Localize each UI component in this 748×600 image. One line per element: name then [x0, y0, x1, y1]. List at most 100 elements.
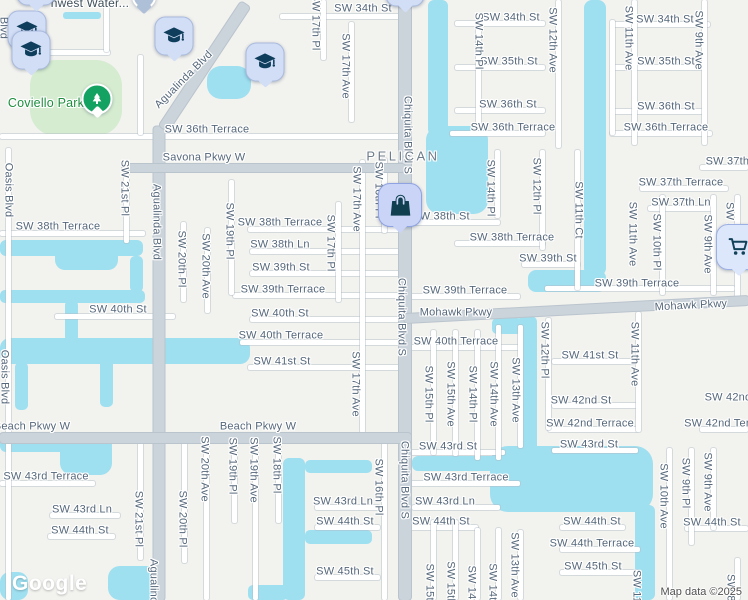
road-minor — [522, 261, 580, 267]
road-minor — [40, 49, 110, 55]
road-minor — [700, 426, 748, 432]
street-label: SW 19th Ave — [247, 437, 260, 503]
street-label: SW 44th Terrace — [549, 537, 635, 550]
road-minor — [455, 107, 545, 113]
road-minor — [612, 108, 705, 114]
road-minor — [233, 292, 402, 298]
google-logo[interactable]: Google — [12, 572, 88, 595]
street-label: Savona Pkwy W — [162, 151, 246, 164]
road-minor — [408, 344, 520, 350]
pin-tail — [166, 46, 182, 62]
road-minor — [452, 520, 458, 600]
road-minor — [701, 0, 707, 145]
canal-water — [63, 12, 101, 19]
street-label: SW 20th Ave — [199, 233, 212, 299]
street-label: SW 14th Pl — [472, 12, 485, 70]
street-label: SW 14th Pl — [466, 365, 479, 423]
road-minor — [0, 480, 95, 486]
street-label: Oasis Blvd — [0, 349, 11, 405]
road-minor — [320, 0, 326, 60]
store-marker[interactable] — [385, 0, 425, 13]
canal-water — [635, 505, 655, 600]
road-minor — [103, 0, 109, 52]
street-label: SW 41st St — [561, 349, 619, 362]
street-label: SW 15th Ave — [444, 361, 457, 427]
poi-marker[interactable] — [132, 0, 156, 15]
road-minor — [0, 133, 402, 139]
street-label: SW 14th Ave — [487, 361, 500, 427]
road-minor — [123, 168, 129, 243]
street-label: Beach Pkwy W — [0, 420, 71, 433]
street-label: SW 44th St — [412, 515, 470, 528]
street-label: SW 43rd Ln — [414, 495, 476, 508]
street-label: SW 19th Pl — [223, 202, 236, 260]
road-minor — [231, 438, 237, 523]
road-minor — [430, 520, 436, 600]
street-label: Oasis Blvd — [2, 162, 15, 218]
road-minor — [455, 240, 545, 246]
road-minor — [315, 524, 380, 530]
school-marker[interactable] — [245, 42, 285, 88]
street-label: SW 18th Pl — [270, 436, 283, 494]
shopping-bag-marker[interactable] — [378, 183, 422, 234]
graduation-cap-icon — [254, 53, 276, 69]
map-attribution: Map data ©2025 — [660, 586, 743, 598]
street-label: SW 12th Pl — [530, 157, 543, 215]
school-marker[interactable] — [11, 30, 51, 76]
street-label: SW 17th Ave — [339, 33, 352, 99]
street-label: SW 21st Pl — [132, 490, 145, 548]
canal-water — [305, 460, 372, 473]
street-label: SW 41st St — [253, 355, 311, 368]
street-label: Agualinda Blvd — [147, 558, 160, 600]
street-label: SW 37th Ln — [651, 196, 711, 209]
road-minor — [412, 219, 500, 225]
street-label: Beach Pkwy W — [219, 420, 297, 433]
street-label: SW 11th Ave — [626, 201, 639, 267]
park-marker[interactable] — [81, 83, 113, 119]
street-label: SW 17th Pl — [324, 214, 337, 272]
street-label: Chiquita Blvd S — [395, 277, 408, 357]
road-minor — [248, 364, 402, 370]
street-label: SW 15th Pl — [422, 365, 435, 423]
road-minor — [240, 339, 402, 345]
shopping-cart-icon — [728, 237, 747, 255]
street-label: Agualinda Blvd — [150, 183, 163, 261]
street-label: SW 43rd St — [418, 440, 478, 453]
road-minor — [474, 330, 480, 460]
poi-label[interactable]: nwest Water... — [50, 0, 130, 10]
street-label: SW 36th St — [637, 100, 695, 113]
canal-water — [60, 437, 112, 475]
street-label: SW 45th St — [316, 565, 374, 578]
road-minor — [5, 148, 11, 600]
road-minor — [381, 443, 387, 600]
road-minor — [495, 325, 501, 460]
pin-tail — [257, 72, 273, 88]
road-minor — [315, 574, 380, 580]
road-major — [121, 164, 405, 172]
road-minor — [250, 316, 402, 322]
street-label: SW 42nd Terrace — [684, 417, 748, 430]
road-minor — [552, 402, 638, 408]
road-minor — [560, 524, 625, 530]
shopping-cart-marker[interactable] — [716, 224, 748, 277]
street-label: SW 43rd St — [559, 438, 619, 451]
road-minor — [648, 205, 715, 211]
street-label: SW 16th Pl — [372, 458, 385, 516]
road-minor — [552, 447, 638, 453]
road-minor — [685, 525, 748, 531]
school-marker[interactable] — [154, 16, 194, 62]
street-label: SW 37th Terrace — [705, 155, 748, 168]
road-minor — [0, 230, 145, 236]
street-label: SW 45th St — [564, 560, 622, 573]
road-minor — [181, 438, 187, 563]
street-label: SW 40th St — [89, 303, 147, 316]
canal-water — [15, 362, 28, 410]
road-minor — [55, 313, 175, 319]
street-label: SW 36th Terrace — [470, 121, 556, 134]
road-minor — [474, 528, 480, 600]
school-marker[interactable] — [16, 0, 56, 12]
road-minor — [315, 504, 380, 510]
park-name-label[interactable]: Coviello Park — [7, 95, 85, 110]
canal-water — [426, 126, 488, 214]
